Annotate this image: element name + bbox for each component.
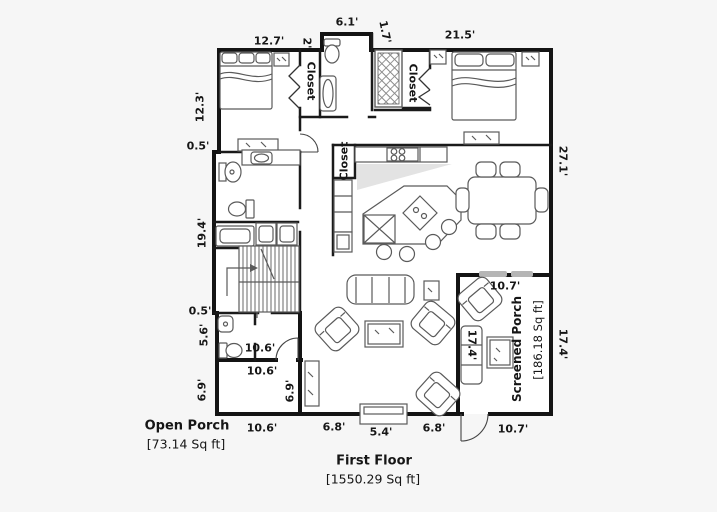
dining-chairs xyxy=(455,161,549,240)
dim-top-12-7: 12.7' xyxy=(253,34,285,48)
tv-console-icon xyxy=(359,403,408,425)
sofa-icon xyxy=(346,274,415,305)
dim-open-porch-10-6: 10.6' xyxy=(246,364,278,378)
window-icon xyxy=(511,271,533,277)
porch-bench-icon xyxy=(460,325,483,385)
washer-icon xyxy=(255,222,277,246)
dryer-icon xyxy=(276,222,298,246)
pedestal-sink-icon xyxy=(218,161,242,183)
console-table-icon xyxy=(304,360,320,407)
closet-label-kitchen: Closet xyxy=(337,141,351,181)
nightstand-icon xyxy=(429,49,447,65)
stool-icon xyxy=(375,243,393,261)
dining-table-icon xyxy=(467,176,537,225)
dim-right-27-1: 27.1' xyxy=(556,145,570,177)
closet-label-right-bedroom: Closet xyxy=(406,63,420,103)
door-arcs xyxy=(275,133,489,442)
bifold-closet-doors-icon xyxy=(288,64,431,110)
toilet-icon xyxy=(218,342,243,359)
dim-bottom-10-6: 10.6' xyxy=(246,421,278,435)
first-floor-title: First Floor xyxy=(336,453,412,469)
dim-screened-porch-17-4: 17.4' xyxy=(465,329,479,361)
dim-left-0-5b: 0.5' xyxy=(188,304,212,318)
stairs-arrow-head xyxy=(250,264,258,272)
first-floor-area: [1550.29 Sq ft] xyxy=(325,471,421,487)
dresser-icon xyxy=(463,131,500,145)
bathtub-icon xyxy=(319,75,337,112)
dim-hall-10-6: 10.6' xyxy=(244,341,276,355)
sink-icon xyxy=(217,315,234,333)
dim-bottom-5-4: 5.4' xyxy=(369,425,393,439)
bathtub-icon xyxy=(215,225,255,247)
screened-porch-title: Screened Porch xyxy=(510,295,524,403)
dim-left-12-3: 12.3' xyxy=(193,91,207,123)
porch-table-icon xyxy=(486,336,514,369)
screened-porch-area: [186.18 Sq ft] xyxy=(531,300,545,380)
side-table-icon xyxy=(423,280,440,301)
dim-left-19-4: 19.4' xyxy=(195,217,209,249)
bedroom-left-door-arc xyxy=(299,133,319,153)
dim-left-0-5a: 0.5' xyxy=(186,139,210,153)
chair-icon xyxy=(475,223,497,240)
porch-windows xyxy=(479,271,533,277)
dim-right-17-4: 17.4' xyxy=(556,328,570,360)
stairs-direction-arrow xyxy=(226,267,250,296)
chair-icon xyxy=(499,223,521,240)
stairs-icon xyxy=(226,245,300,318)
dim-open-porch-6-9: 6.9' xyxy=(283,379,297,403)
dim-bottom-10-7: 10.7' xyxy=(497,422,529,436)
toilet-icon xyxy=(323,38,341,64)
chair-icon xyxy=(455,187,470,213)
shower-icon xyxy=(374,49,403,108)
hall-to-open-porch-door-arc xyxy=(275,337,299,361)
bar-stools xyxy=(375,218,458,263)
nightstand-icon xyxy=(521,51,540,67)
dim-top-2: 2' xyxy=(300,37,314,49)
dim-top-21-5: 21.5' xyxy=(444,28,476,42)
stool-icon xyxy=(424,233,442,251)
dresser-icon xyxy=(237,138,279,152)
vanity-icon xyxy=(241,149,301,166)
nightstand-icon xyxy=(273,52,290,67)
screened-porch-entry-door-arc xyxy=(460,413,489,442)
closet-label-left-bedroom: Closet xyxy=(304,61,318,101)
window-icon xyxy=(479,271,507,277)
open-porch-area: [73.14 Sq ft] xyxy=(146,436,226,452)
dim-bottom-6-8a: 6.8' xyxy=(322,420,346,434)
chair-icon xyxy=(475,161,497,178)
stool-icon xyxy=(440,218,458,236)
counter-shade xyxy=(357,164,452,190)
stool-icon xyxy=(398,245,416,263)
dim-bottom-6-8b: 6.8' xyxy=(422,421,446,435)
coffee-table-icon xyxy=(364,320,404,348)
toilet-icon xyxy=(227,199,255,219)
dim-screened-porch-10-7: 10.7' xyxy=(489,279,521,293)
dim-top-6-1: 6.1' xyxy=(335,15,359,29)
pantry-cabinet-icon xyxy=(333,179,353,253)
cooktop-icon xyxy=(386,147,419,162)
kitchen-island-icon xyxy=(362,185,462,245)
chair-icon xyxy=(499,161,521,178)
bed-icon xyxy=(219,51,273,110)
dim-left-5-6: 5.6' xyxy=(197,323,211,347)
chair-icon xyxy=(534,187,549,213)
dim-left-6-9: 6.9' xyxy=(195,378,209,402)
bed-icon xyxy=(451,51,517,121)
open-porch-title: Open Porch xyxy=(144,418,230,434)
